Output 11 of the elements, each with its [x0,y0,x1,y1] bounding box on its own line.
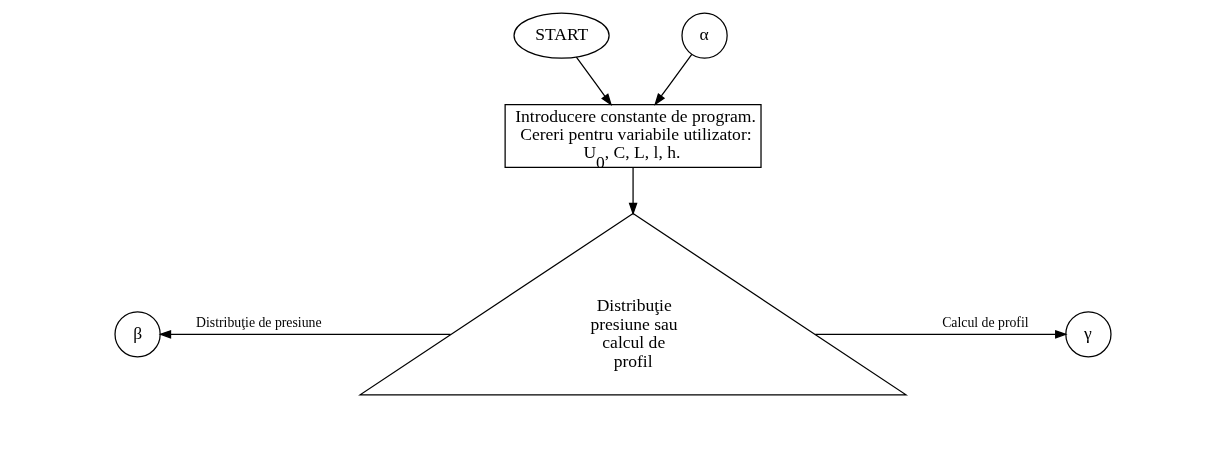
arrow [628,166,638,216]
node-circle: γ [1065,311,1112,358]
arrow [158,329,452,339]
arrow [654,53,693,106]
arrow [575,56,613,106]
edge-label: Calcul de profil [942,314,1029,330]
node-circle: β [114,311,161,358]
edge-label: Distribuţie de presiune [196,314,322,330]
node-ellipse: START [513,12,610,59]
node-circle: α [681,12,728,59]
arrow [814,329,1068,339]
